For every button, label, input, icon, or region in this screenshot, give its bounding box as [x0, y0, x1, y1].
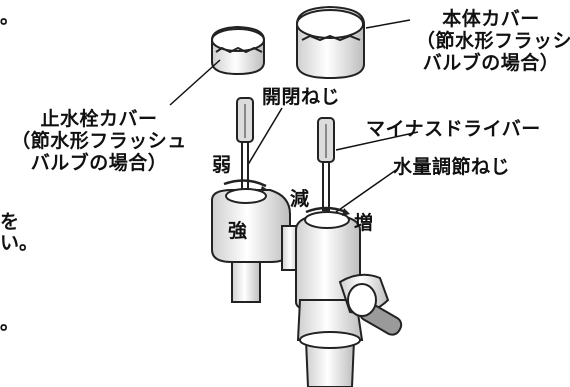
increase-label: 増 [354, 212, 374, 234]
right-screwdriver [317, 117, 335, 211]
edge-text-mid2: い。 [0, 232, 39, 254]
stop-valve-cover-title: 止水栓カバー [40, 108, 158, 130]
stop-valve-cover-cap [211, 25, 265, 76]
weak-label: 弱 [212, 154, 232, 176]
flat-screwdriver-label: マイナスドライバー [366, 118, 541, 140]
body-cover-label: 本体カバー （節水形フラッシュ バルブの場合） [416, 8, 570, 74]
open-close-screw-label: 開閉ねじ [262, 86, 341, 108]
edge-text-top: 。 [0, 6, 20, 28]
decrease-label: 減 [290, 188, 310, 210]
left-screwdriver [236, 97, 254, 193]
edge-text-bottom: 。 [0, 312, 20, 334]
stop-valve-cover-note-line1: （節水形フラッシュ [11, 130, 187, 152]
body-cover-note-line2: バルブの場合） [422, 52, 560, 74]
body-cover-note-line1: （節水形フラッシュ [416, 30, 570, 52]
edge-text-mid1: を [0, 211, 20, 233]
stop-valve-body [211, 179, 291, 303]
water-volume-screw-label: 水量調節ねじ [393, 156, 511, 178]
leader-lines [169, 19, 419, 213]
stop-valve-cover-note-line2: バルブの場合） [30, 152, 168, 174]
stop-valve-cover-label: 止水栓カバー （節水形フラッシュ バルブの場合） [4, 108, 194, 174]
flush-valve-body [281, 206, 403, 387]
body-cover-title: 本体カバー [442, 8, 540, 30]
strong-label: 強 [228, 220, 248, 242]
body-cover-cap [296, 5, 365, 80]
